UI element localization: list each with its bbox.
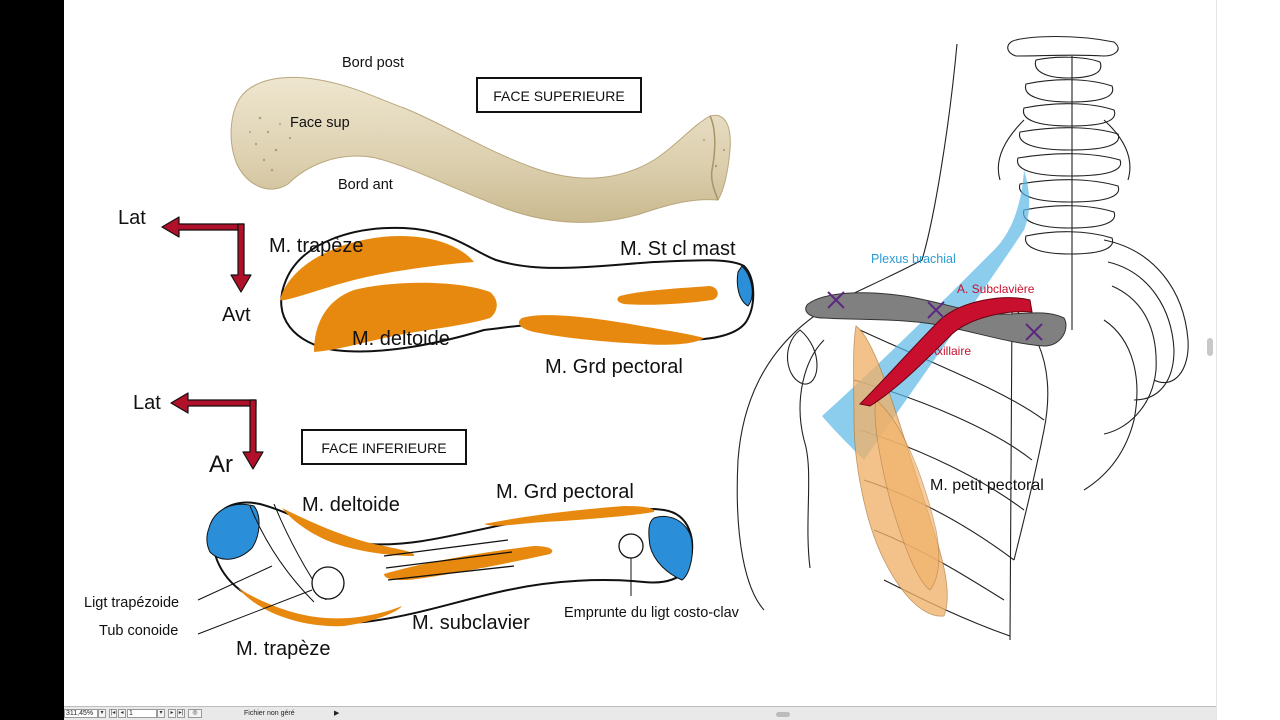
drawing-canvas: Bord post Face sup Bord ant FACE SUPERIE…	[64, 0, 1216, 706]
face-superieure-box	[476, 77, 642, 113]
page-dropdown-icon[interactable]: ▾	[157, 709, 165, 718]
clavicle-upper-face-diagram	[280, 226, 755, 353]
clavicle-bone-photo	[230, 76, 731, 223]
lat-label-bottom: Lat	[133, 392, 161, 414]
tub-conoide-label: Tub conoide	[99, 623, 178, 639]
ligt-trapezoide-label: Ligt trapézoide	[84, 595, 179, 611]
bord-post-label: Bord post	[342, 55, 404, 71]
grd-pectoral-label-lower: M. Grd pectoral	[496, 481, 634, 503]
a-axillaire-label: A. Axillaire	[915, 344, 971, 358]
direction-arrows-bottom	[170, 392, 264, 470]
st-cl-mast-orange-insertion	[617, 286, 718, 305]
status-menu-arrow-icon[interactable]: ▶	[334, 710, 340, 717]
direction-arrows-top	[161, 216, 252, 293]
st-cl-mast-label: M. St cl mast	[620, 238, 736, 260]
trapeze-insertion-upper	[280, 236, 474, 301]
petit-pectoral-label: M. petit pectoral	[930, 477, 1044, 494]
face-inferieure-title: FACE INFERIEURE	[321, 440, 446, 456]
clavicle-grey	[805, 292, 1067, 347]
plexus-brachial-label: Plexus brachial	[871, 252, 956, 266]
face-superieure-title: FACE SUPERIEURE	[493, 88, 624, 104]
artery-red	[858, 297, 1033, 407]
clavicle-lower-face-diagram	[197, 501, 694, 635]
grd-pectoral-insertion-lower	[484, 506, 655, 526]
grd-pectoral-insertion-upper	[518, 315, 704, 345]
grd-pectoral-label-upper: M. Grd pectoral	[545, 356, 683, 378]
deltoide-label-upper: M. deltoide	[352, 328, 450, 350]
st-cl-mast-blue-insertion	[736, 265, 753, 307]
a-subclaviere-label: A. Subclavière	[957, 282, 1035, 296]
face-inferieure-box	[301, 429, 467, 465]
face-sup-label: Face sup	[290, 115, 350, 131]
prev-page-icon[interactable]: ◂	[118, 709, 126, 718]
trapeze-label-upper: M. trapèze	[269, 235, 363, 257]
trapeze-insertion-lower	[238, 588, 402, 627]
avt-label: Avt	[222, 304, 251, 326]
right-panel	[1216, 0, 1280, 720]
deltoide-label-lower: M. deltoide	[302, 494, 400, 516]
horizontal-scrollbar-thumb[interactable]	[776, 712, 790, 717]
thorax-skeleton-drawing	[736, 35, 1189, 641]
marker-crosses	[827, 291, 1043, 341]
trapeze-label-lower: M. trapèze	[236, 638, 330, 660]
subclavier-label: M. subclavier	[412, 612, 530, 634]
tub-conoide-circle	[311, 566, 345, 600]
emprunte-label: Emprunte du ligt costo-clav	[564, 605, 740, 621]
ar-label: Ar	[209, 451, 233, 478]
bord-ant-label: Bord ant	[338, 177, 393, 193]
costo-clav-circle	[618, 533, 644, 559]
status-options-icon[interactable]: ◎	[188, 709, 202, 718]
last-page-icon[interactable]: ▸|	[177, 709, 185, 718]
zoom-dropdown-icon[interactable]: ▾	[98, 709, 106, 718]
next-page-icon[interactable]: ▸	[168, 709, 176, 718]
page-field[interactable]: 1	[127, 709, 157, 718]
anatomy-diagram: Bord post Face sup Bord ant FACE SUPERIE…	[84, 35, 1189, 660]
vertical-scrollbar-thumb[interactable]	[1207, 338, 1213, 356]
status-bar: 311,45% ▾ |◂ ◂ 1 ▾ ▸ ▸| ◎ Fichier non gé…	[64, 706, 1216, 720]
deltoide-insertion-upper	[314, 282, 497, 352]
lat-label-top: Lat	[118, 207, 146, 229]
subclavier-insertion-lower	[384, 546, 553, 581]
file-status-text: Fichier non géré	[244, 710, 295, 717]
st-cl-mast-blue-lower	[648, 516, 693, 581]
first-page-icon[interactable]: |◂	[109, 709, 117, 718]
zoom-field[interactable]: 311,45%	[64, 709, 98, 718]
deltoide-insertion-lower	[282, 508, 415, 556]
conoid-blue-lower	[206, 503, 260, 560]
